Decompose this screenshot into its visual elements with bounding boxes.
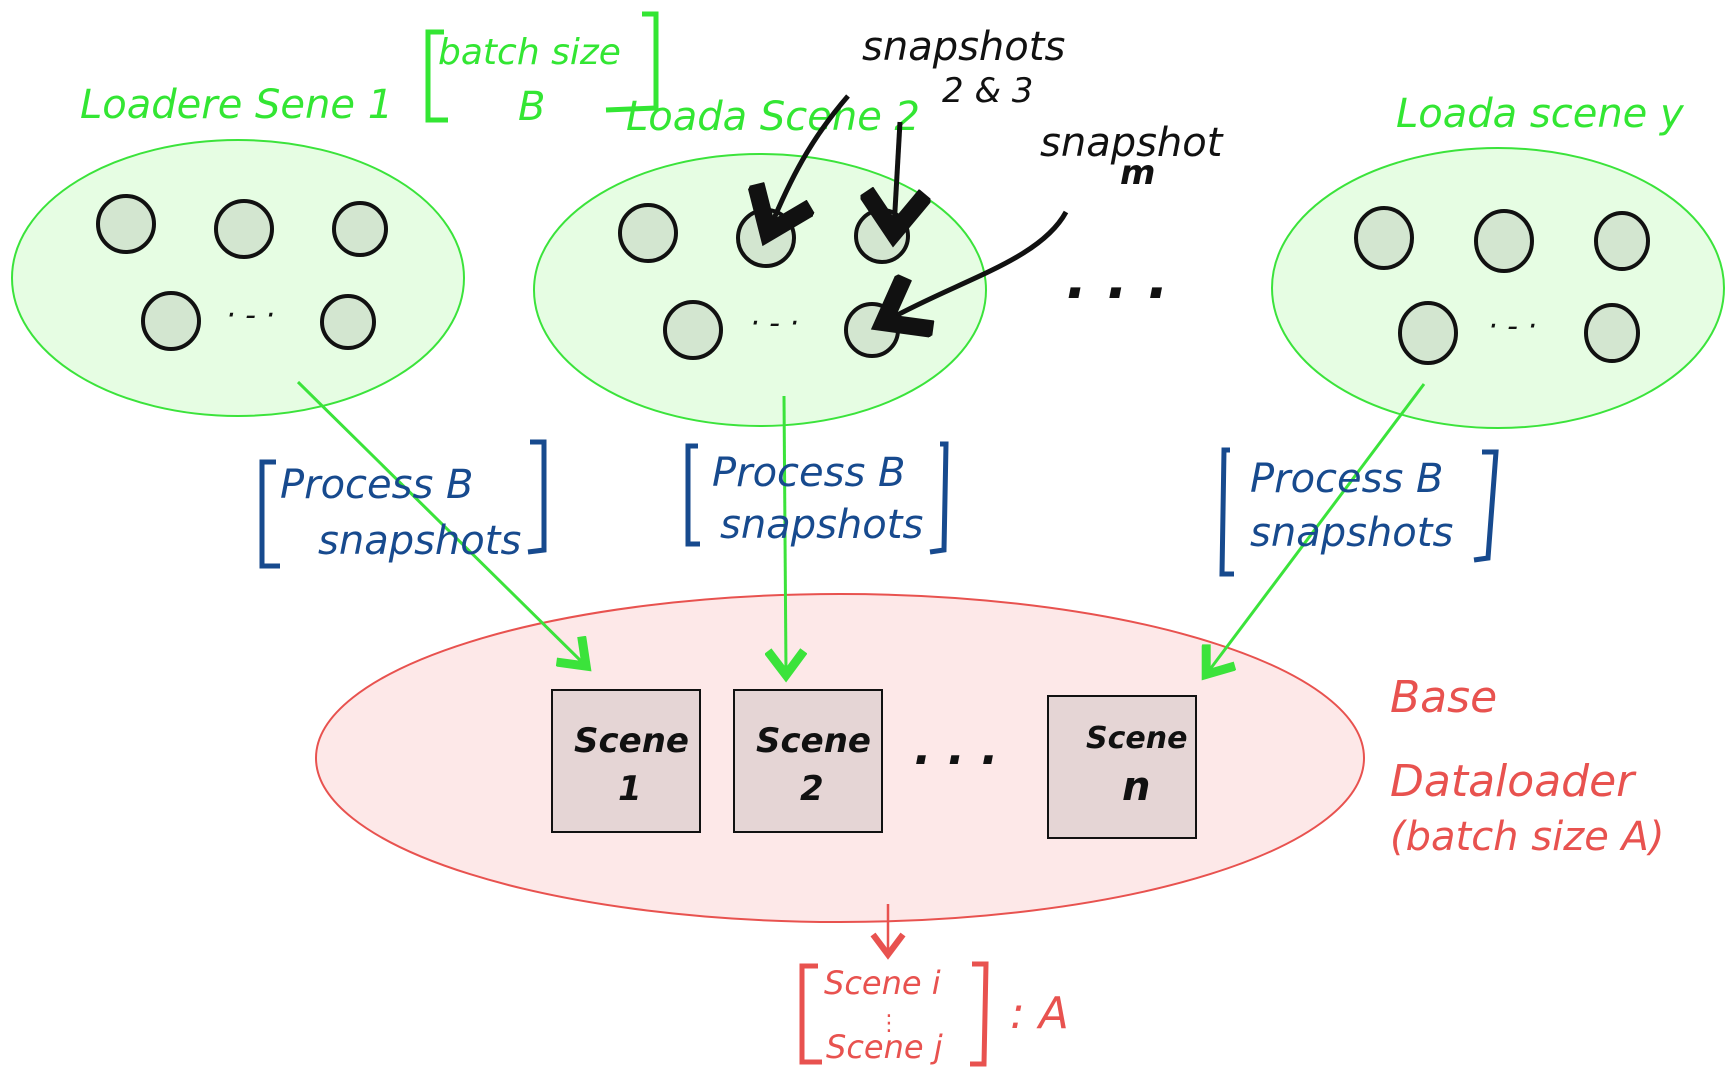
process-label-2-line2: snapshots <box>720 502 923 548</box>
pointer-arrow <box>894 121 900 228</box>
snapshot-circle <box>96 194 156 254</box>
pointer-arrow <box>888 210 1069 320</box>
loader-scene-n: · - · <box>1271 147 1725 429</box>
snapshots-2-3-sublabel: 2 & 3 <box>942 71 1033 111</box>
base-dataloader: Scene 1 Scene 2 . . . Scene n <box>315 593 1365 923</box>
inner-ellipsis: · - · <box>1488 309 1537 344</box>
batch-size-label: batch size <box>438 32 621 73</box>
scene-box-2 <box>733 689 883 833</box>
snapshots-2-3-annotation: snapshots 2 & 3 <box>770 24 1065 228</box>
scene-2-label: Scene <box>756 721 871 761</box>
loader-ellipse <box>1271 147 1725 429</box>
snapshots-2-3-label: snapshots <box>862 24 1065 70</box>
snapshot-circle <box>1398 301 1458 365</box>
snapshot-circle <box>854 208 910 264</box>
base-title-line3: (batch size A) <box>1390 814 1665 860</box>
scene-box-1 <box>551 689 701 833</box>
output-batch: Scene i ⋮ Scene j : A <box>799 961 1069 1067</box>
snapshot-m-sublabel: m <box>1120 153 1155 193</box>
snapshot-circle <box>1354 206 1414 270</box>
process-label-n-line2: snapshots <box>1250 510 1453 556</box>
snapshot-m-annotation: snapshot m <box>888 120 1224 320</box>
base-title-line1: Base <box>1390 672 1497 723</box>
loaders-ellipsis: . . . <box>1066 247 1169 312</box>
pointer-arrow <box>770 94 850 228</box>
output-top-scene: Scene i <box>824 964 941 1002</box>
snapshot-circle <box>332 201 388 257</box>
scene-1-index: 1 <box>618 769 642 809</box>
loader-ellipse <box>533 153 987 427</box>
flow-arrow-loader2 <box>784 395 786 672</box>
loader-1-title: Loadere Sene 1 <box>80 82 393 128</box>
process-label-n: Process B snapshots <box>1219 447 1499 577</box>
loader-scene-2: · - · <box>533 153 987 427</box>
snapshot-circle <box>663 300 723 360</box>
scene-1-label: Scene <box>574 721 689 761</box>
scene-n-index: n <box>1122 764 1150 810</box>
output-batch-size: : A <box>1010 988 1069 1039</box>
scene-n-label: Scene <box>1086 721 1187 756</box>
snapshot-circle <box>141 291 201 351</box>
loader-n-title: Loada scene y <box>1396 91 1685 137</box>
snapshot-circle <box>844 302 900 358</box>
snapshot-circle <box>1584 303 1640 363</box>
batch-size-value: B <box>518 84 545 130</box>
snapshot-circle <box>618 203 678 263</box>
loader-ellipse <box>11 139 465 417</box>
process-label-2-line1: Process B <box>712 450 905 496</box>
scene-2-index: 2 <box>800 769 824 809</box>
process-label-1-line1: Process B <box>280 462 473 508</box>
snapshot-circle <box>1594 211 1650 271</box>
inner-ellipsis: · - · <box>226 298 275 333</box>
snapshot-circle <box>214 199 274 259</box>
process-label-2: Process B snapshots <box>685 441 949 555</box>
inner-ellipsis: · - · <box>750 306 799 341</box>
scenes-ellipsis: . . . <box>914 721 998 775</box>
snapshot-circle <box>320 294 376 350</box>
snapshot-m-label: snapshot <box>1040 120 1224 166</box>
scene-box-n <box>1047 695 1197 839</box>
flow-arrow-loadern <box>1208 383 1426 672</box>
snapshot-circle <box>736 208 796 268</box>
output-bottom-scene: Scene j <box>826 1028 943 1066</box>
output-vertical-ellipsis: ⋮ <box>878 1011 900 1036</box>
snapshot-circle <box>1474 209 1534 273</box>
flow-arrow-loader1 <box>296 380 584 664</box>
loader-scene-1: · - · <box>11 139 465 417</box>
batch-size-note: batch size B <box>425 11 659 130</box>
process-label-1-line2: snapshots <box>318 518 521 564</box>
base-title-line2: Dataloader <box>1390 756 1637 807</box>
loader-2-title: Loada Scene 2 <box>626 94 920 140</box>
process-label-n-line1: Process B <box>1250 456 1443 502</box>
process-label-1: Process B snapshots <box>259 439 547 569</box>
